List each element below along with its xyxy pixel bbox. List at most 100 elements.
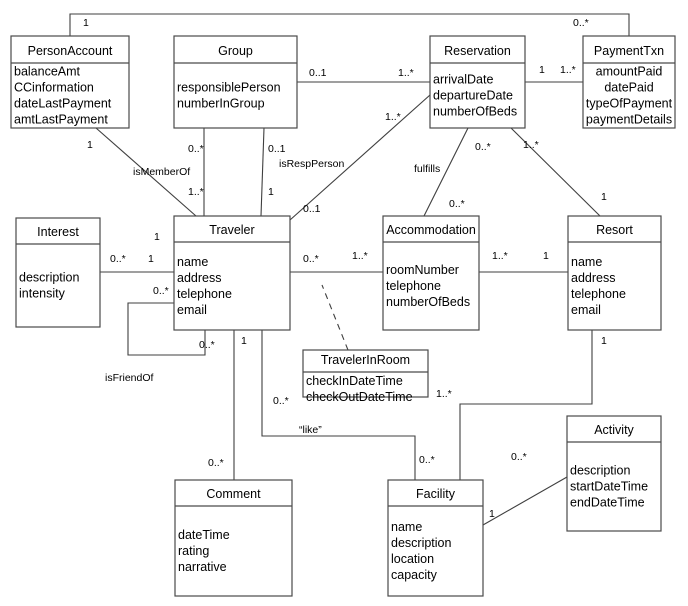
class-box-outline-travelerinroom (302, 349, 429, 398)
role-label-r4: isFriendOf (105, 372, 154, 384)
multiplicity-label: 1 (241, 335, 247, 347)
class-box-accommodation[interactable]: AccommodationroomNumbertelephonenumberOf… (382, 215, 480, 331)
multiplicity-label: 1 (601, 335, 607, 347)
association-resort-facility (459, 330, 593, 480)
multiplicity-label: 0..* (419, 454, 435, 466)
class-attribute-resort-2: telephone (571, 287, 626, 301)
role-label-layer: isMemberOf isRespPerson fulfills isFriendOf… (105, 158, 440, 436)
association-personaccount-traveler (95, 127, 197, 217)
class-box-outline-traveler (173, 215, 291, 331)
class-attribute-facility-3: capacity (391, 568, 438, 582)
class-title-group: Group (218, 44, 253, 58)
class-box-resort[interactable]: Resort name address telephone email (567, 215, 662, 331)
class-attribute-personaccount-2: dateLastPayment (14, 97, 112, 111)
class-attribute-travelerinroom-0: checkInDateTime (306, 374, 403, 388)
association-traveler-isfriendof (127, 302, 206, 356)
association-group-traveler-isrespperson (260, 127, 265, 217)
class-attribute-facility-0: name (391, 520, 422, 534)
class-attribute-group-0: responsiblePerson (177, 81, 281, 95)
multiplicity-label: 1..* (436, 388, 452, 400)
class-title-facility: Facility (416, 487, 456, 501)
class-box-activity[interactable]: ActivitydescriptionstartDateTimeendDateT… (566, 415, 662, 532)
multiplicity-label: 0..* (188, 143, 204, 155)
class-attribute-facility-1: description (391, 536, 451, 550)
multiplicity-label: 0..* (573, 17, 589, 29)
multiplicity-label: 1 (148, 253, 154, 265)
class-box-outline-resort (567, 215, 662, 331)
role-label-r5: “like” (299, 424, 322, 436)
class-attribute-paymenttxn-1: datePaid (604, 81, 653, 95)
class-title-resort: Resort (596, 223, 633, 237)
class-attribute-paymenttxn-3: paymentDetails (586, 113, 672, 127)
class-attribute-accommodation-0: roomNumber (386, 263, 459, 277)
class-box-paymenttxn[interactable]: PaymentTxnamountPaiddatePaidtypeOfPaymen… (582, 35, 676, 129)
multiplicity-label: 0..* (110, 253, 126, 265)
class-title-travelerinroom: TravelerInRoom (321, 353, 410, 367)
association-travelerinroom-link (321, 284, 349, 351)
multiplicity-label: 1 (489, 508, 495, 520)
class-attribute-activity-2: endDateTime (570, 496, 645, 510)
class-attribute-resort-3: email (571, 303, 601, 317)
class-attribute-reservation-1: departureDate (433, 89, 513, 103)
class-title-personaccount: PersonAccount (28, 44, 113, 58)
association-reservation-traveler (289, 94, 431, 221)
multiplicity-label: 1..* (352, 250, 368, 262)
class-box-outline-comment (174, 479, 293, 597)
class-attribute-interest-0: description (19, 271, 79, 285)
class-box-outline-interest (15, 217, 101, 328)
multiplicity-label: 1 (87, 139, 93, 151)
class-attribute-personaccount-0: balanceAmt (14, 65, 81, 79)
class-attribute-activity-0: description (570, 464, 630, 478)
class-box-outline-group (173, 35, 298, 129)
multiplicity-label: 0..* (303, 253, 319, 265)
class-attribute-comment-1: rating (178, 544, 209, 558)
association-traveler-facility-like (261, 330, 416, 480)
class-box-outline-personaccount (10, 35, 130, 129)
association-layer (69, 13, 630, 526)
class-title-interest: Interest (37, 225, 79, 239)
class-box-outline-reservation (429, 35, 526, 129)
multiplicity-label: 1..* (385, 111, 401, 123)
multiplicity-label: 1 (601, 191, 607, 203)
class-title-comment: Comment (206, 487, 261, 501)
multiplicity-label: 1..* (398, 67, 414, 79)
class-attribute-paymenttxn-2: typeOfPayment (586, 97, 673, 111)
class-title-accommodation: Accommodation (386, 223, 476, 237)
class-box-outline-accommodation (382, 215, 480, 331)
class-title-traveler: Traveler (209, 223, 254, 237)
association-reservation-resort (510, 127, 601, 217)
class-attribute-traveler-3: email (177, 303, 207, 317)
class-attribute-traveler-1: address (177, 271, 221, 285)
class-attribute-comment-0: dateTime (178, 528, 230, 542)
class-title-paymenttxn: PaymentTxn (594, 44, 664, 58)
class-attribute-personaccount-1: CCinformation (14, 81, 94, 95)
multiplicity-label: 1 (543, 250, 549, 262)
class-attribute-activity-1: startDateTime (570, 480, 648, 494)
multiplicity-label: 1 (83, 17, 89, 29)
class-box-reservation[interactable]: ReservationarrivalDatedepartureDatenumbe… (429, 35, 526, 129)
role-label-r2: isRespPerson (279, 158, 345, 170)
multiplicity-label: 0..1 (303, 203, 321, 215)
class-attribute-resort-0: name (571, 255, 602, 269)
class-attribute-resort-1: address (571, 271, 615, 285)
multiplicity-label: 1..* (523, 139, 539, 151)
class-box-outline-activity (566, 415, 662, 532)
multiplicity-label: 1..* (188, 186, 204, 198)
role-label-r1: isMemberOf (133, 166, 190, 178)
role-label-r3: fulfills (414, 163, 440, 175)
class-attribute-accommodation-2: numberOfBeds (386, 295, 470, 309)
class-box-travelerinroom[interactable]: TravelerInRoomcheckInDateTimecheckOutDat… (302, 349, 429, 404)
association-facility-activity (482, 476, 568, 526)
class-title-reservation: Reservation (444, 44, 511, 58)
multiplicity-label: 0..* (511, 451, 527, 463)
multiplicity-label: 1..* (492, 250, 508, 262)
